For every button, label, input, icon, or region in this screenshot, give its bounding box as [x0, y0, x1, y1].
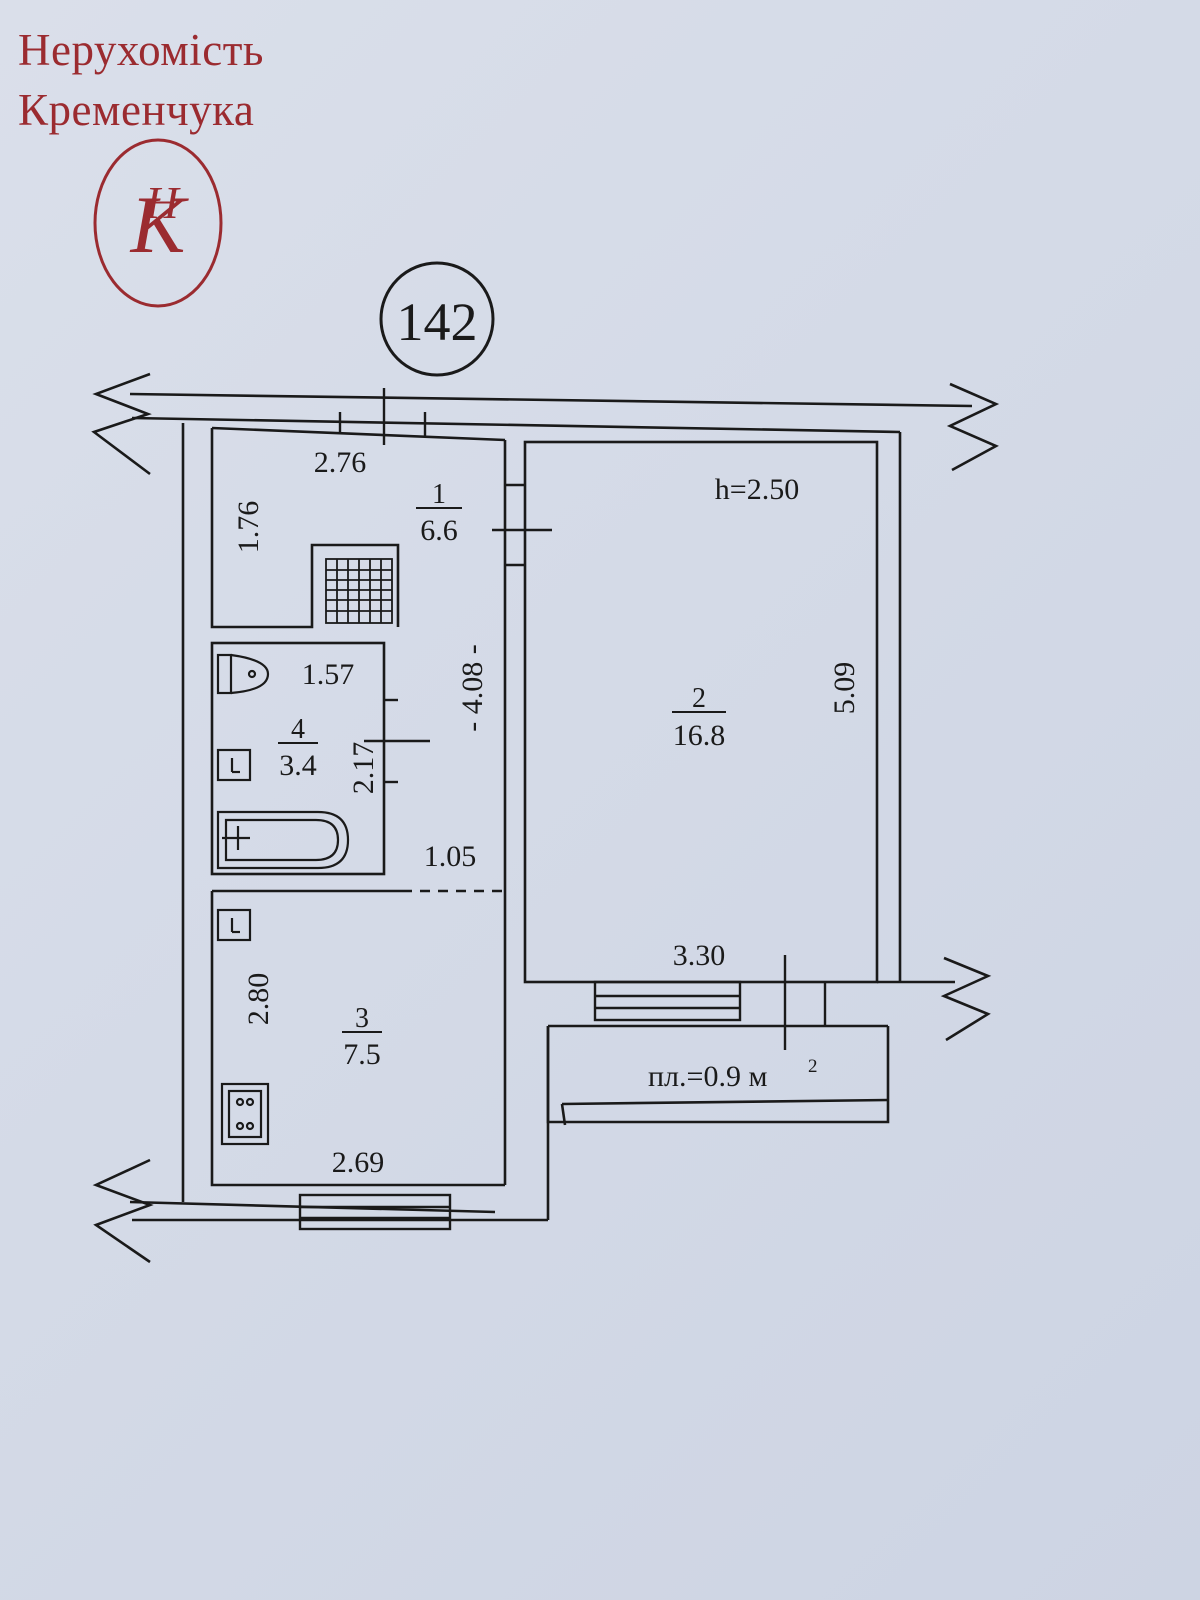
- room-2-area: 16.8: [673, 719, 726, 752]
- monogram-logo: K H: [93, 138, 223, 308]
- washbasin-icon: [216, 748, 252, 782]
- dimension-hall-height: 1.76: [232, 501, 265, 554]
- dimension-corridor-width: 1.05: [424, 840, 477, 873]
- dimension-corridor-length: - 4.08 -: [456, 644, 489, 731]
- watermark-line-1: Нерухомість: [18, 25, 264, 75]
- walls: [129, 392, 973, 1222]
- bathtub-icon: [216, 810, 350, 870]
- room-4-area: 3.4: [279, 749, 317, 782]
- dimension-kitchen-width: 2.69: [332, 1146, 385, 1179]
- room-4-number: 4: [291, 714, 305, 745]
- dimension-bath-width: 1.57: [302, 658, 355, 691]
- stove-icon: [325, 558, 393, 624]
- apartment-number-badge: 142: [379, 261, 495, 377]
- dimension-kitchen-height: 2.80: [242, 973, 275, 1026]
- balcony-area-unit-exponent: 2: [808, 1056, 818, 1077]
- toilet-icon: [216, 653, 270, 695]
- watermark-line-2: Кременчука: [18, 85, 255, 135]
- room-label-bars: [278, 507, 726, 1033]
- ceiling-height: h=2.50: [715, 473, 799, 506]
- dimension-hall-width: 2.76: [314, 446, 367, 479]
- room-3-area: 7.5: [343, 1038, 381, 1071]
- apartment-number: 142: [397, 292, 478, 352]
- room-1-number: 1: [432, 479, 446, 510]
- balcony-area: пл.=0.9 м: [648, 1060, 767, 1093]
- svg-text:H: H: [144, 177, 181, 228]
- windows: [298, 388, 827, 1231]
- balcony-area-label: пл.=0.9 м 2: [648, 1056, 818, 1093]
- room-3-number: 3: [355, 1003, 369, 1034]
- room-1-area: 6.6: [420, 514, 458, 547]
- kitchen-stove-icon: [220, 1082, 270, 1146]
- kitchen-sink-icon: [216, 908, 252, 942]
- dimension-bath-height: 2.17: [347, 742, 380, 795]
- dimension-living-width: 3.30: [673, 939, 726, 972]
- break-marks: [91, 372, 1000, 1264]
- doors: [364, 483, 552, 784]
- dimension-living-height: 5.09: [828, 662, 861, 715]
- room-2-number: 2: [692, 683, 706, 714]
- svg-text:K: K: [130, 179, 190, 270]
